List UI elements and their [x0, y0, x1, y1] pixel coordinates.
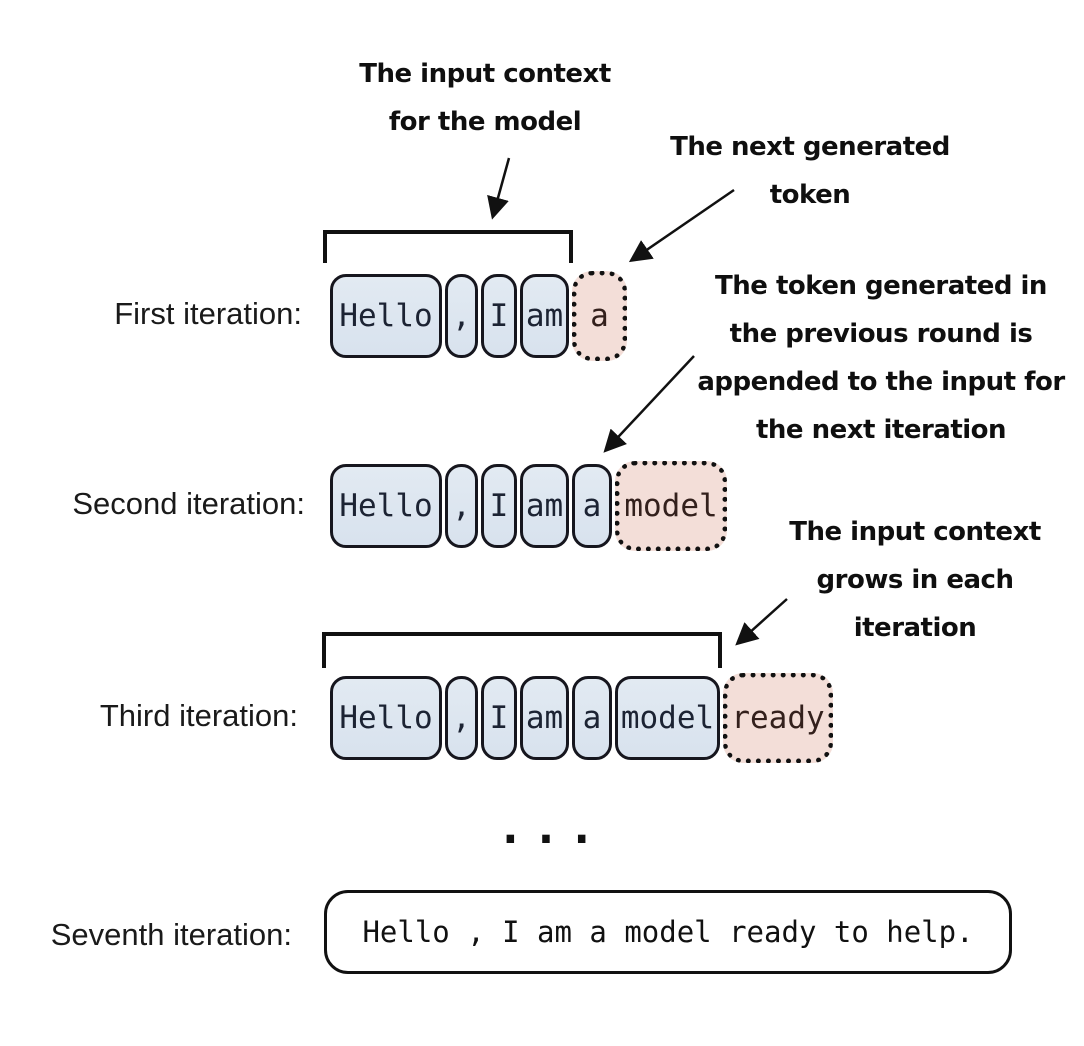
annotation-line: token	[769, 180, 851, 210]
token: ,	[445, 676, 478, 760]
iteration-label-second: Second iteration:	[72, 486, 305, 521]
iteration-label-seventh: Seventh iteration:	[50, 917, 292, 952]
token-row-third: Hello , I am a model ready	[330, 673, 833, 763]
annotation-line: for the model	[388, 107, 582, 137]
generated-token: ready	[723, 673, 833, 763]
token: I	[481, 676, 517, 760]
annotation-line: The input context	[359, 59, 611, 89]
annotation-next-token: The next generated token	[665, 123, 955, 219]
token: Hello	[330, 274, 442, 358]
iteration-label-third: Third iteration:	[99, 698, 298, 733]
arrow-appended	[603, 355, 695, 453]
arrow-input-context	[487, 157, 511, 220]
generated-token: a	[572, 271, 627, 361]
token-row-first: Hello , I am a	[330, 271, 627, 361]
final-sentence-text: Hello , I am a model ready to help.	[362, 915, 974, 949]
annotation-line: The next generated	[670, 132, 950, 162]
annotation-input-context: The input context for the model	[335, 50, 635, 146]
token: ,	[445, 464, 478, 548]
annotation-line: appended to the input for	[697, 367, 1065, 397]
annotation-line: the previous round is	[729, 319, 1033, 349]
token: a	[572, 464, 612, 548]
context-bracket-third	[322, 632, 722, 668]
annotation-line: iteration	[853, 613, 977, 643]
annotation-line: The input context	[789, 517, 1041, 547]
annotation-line: the next iteration	[755, 415, 1007, 445]
iteration-label-first: First iteration:	[114, 296, 302, 331]
annotation-context-grows: The input context grows in each iteratio…	[780, 508, 1050, 652]
token: a	[572, 676, 612, 760]
final-sentence-box: Hello , I am a model ready to help.	[324, 890, 1012, 974]
token: Hello	[330, 676, 442, 760]
token: am	[520, 274, 569, 358]
token: I	[481, 464, 517, 548]
annotation-line: grows in each	[816, 565, 1014, 595]
generated-token: model	[615, 461, 727, 551]
ellipsis: ...	[496, 800, 604, 854]
token: Hello	[330, 464, 442, 548]
token: am	[520, 676, 569, 760]
context-bracket-first	[323, 230, 573, 263]
annotation-appended: The token generated in the previous roun…	[695, 262, 1067, 454]
token: ,	[445, 274, 478, 358]
token: model	[615, 676, 720, 760]
token: am	[520, 464, 569, 548]
token: I	[481, 274, 517, 358]
token-row-second: Hello , I am a model	[330, 461, 727, 551]
annotation-line: The token generated in	[715, 271, 1047, 301]
